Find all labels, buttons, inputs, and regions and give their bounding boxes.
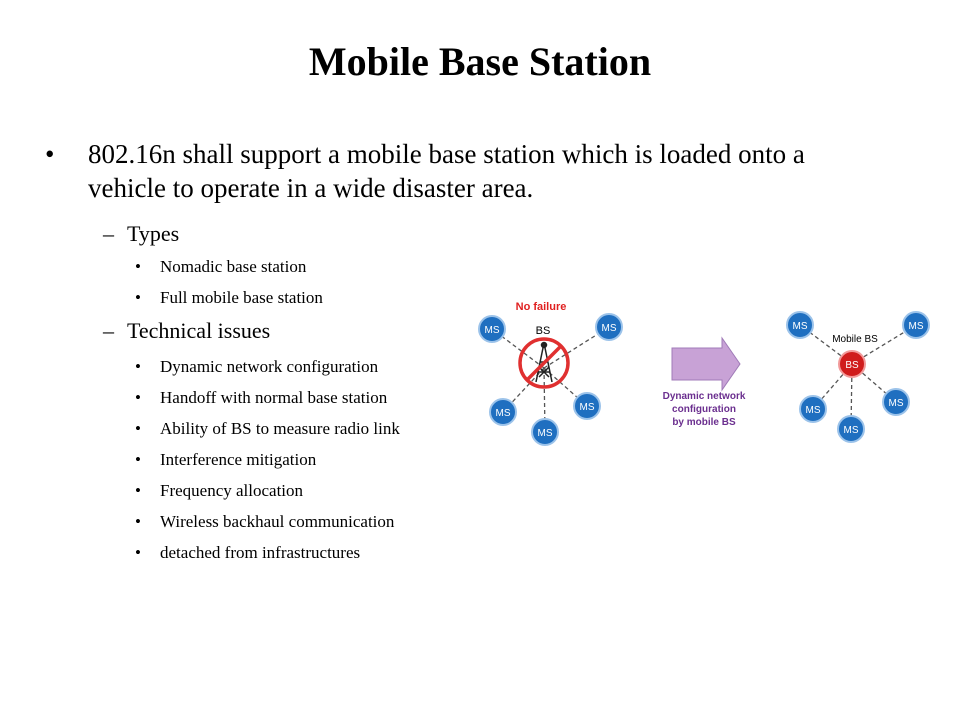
svg-text:MS: MS (909, 321, 924, 332)
arrow-label-line: by mobile BS (672, 417, 736, 428)
bullet-icon: • (135, 481, 141, 500)
svg-text:MS: MS (538, 428, 553, 439)
arrow-label-line: Dynamic network (663, 391, 746, 402)
svg-text:MS: MS (485, 325, 500, 336)
list-item-text: Frequency allocation (160, 481, 304, 500)
bullet-icon: • (135, 512, 141, 531)
svg-text:MS: MS (602, 323, 617, 334)
tower-icon (535, 341, 553, 383)
ms-node: MS (573, 392, 601, 420)
no-sign-icon (518, 337, 570, 389)
svg-text:MS: MS (793, 321, 808, 332)
bullet-icon: • (135, 419, 141, 438)
list-item-text: Wireless backhaul communication (160, 512, 395, 531)
bs-label: BS (536, 325, 551, 337)
left-network: No failure BS MS MS (478, 301, 623, 446)
mobile-bs-caption: Mobile BS (832, 334, 878, 345)
no-failure-caption: No failure (516, 301, 567, 313)
bullet-icon: • (135, 388, 141, 407)
section-label: Types (127, 221, 180, 246)
svg-text:MS: MS (806, 405, 821, 416)
ms-node: MS (837, 415, 865, 443)
svg-text:MS: MS (496, 408, 511, 419)
ms-node: MS (531, 418, 559, 446)
list-item-text: detached from infrastructures (160, 543, 361, 562)
svg-text:MS: MS (844, 425, 859, 436)
main-bullet-text: 802.16n shall support a mobile base stat… (88, 139, 805, 203)
list-item-text: Handoff with normal base station (160, 388, 388, 407)
ms-node: MS (489, 398, 517, 426)
network-diagram: No failure BS MS MS (478, 301, 930, 446)
right-network: Mobile BS BS MS MS MS MS (786, 311, 930, 443)
list-item-text: Full mobile base station (160, 288, 323, 307)
bullet-icon: • (135, 450, 141, 469)
transition-arrow: Dynamic network configuration by mobile … (663, 336, 746, 428)
slide-title: Mobile Base Station (308, 39, 652, 84)
svg-text:MS: MS (889, 398, 904, 409)
ms-node: MS (786, 311, 814, 339)
list-item-text: Ability of BS to measure radio link (160, 419, 400, 438)
bullet-icon: • (45, 139, 55, 169)
list-item-text: Interference mitigation (160, 450, 317, 469)
ms-node: MS (799, 395, 827, 423)
bs-hub-node: BS (838, 350, 866, 378)
ms-node: MS (882, 388, 910, 416)
svg-text:MS: MS (580, 402, 595, 413)
bullet-icon: • (135, 257, 141, 276)
bullet-icon: • (135, 288, 141, 307)
svg-text:BS: BS (845, 360, 859, 371)
arrow-right-icon (671, 336, 741, 392)
list-item-text: Nomadic base station (160, 257, 307, 276)
dash-icon: – (103, 318, 114, 343)
list-item-text: Dynamic network configuration (160, 357, 379, 376)
ms-node: MS (902, 311, 930, 339)
dash-icon: – (103, 221, 114, 246)
ms-node: MS (595, 313, 623, 341)
arrow-label-line: configuration (672, 404, 736, 415)
bullet-icon: • (135, 357, 141, 376)
bullet-icon: • (135, 543, 141, 562)
section-label: Technical issues (127, 318, 271, 343)
ms-node: MS (478, 315, 506, 343)
